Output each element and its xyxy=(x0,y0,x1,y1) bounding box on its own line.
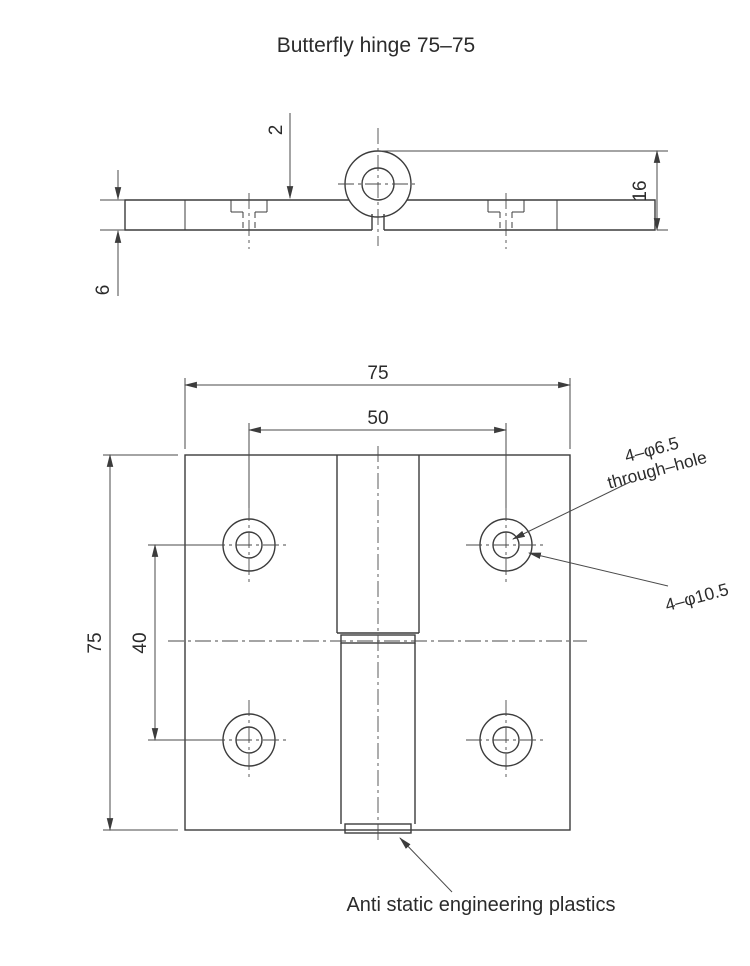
dim-40-label: 40 xyxy=(130,632,151,653)
material-label: Anti static engineering plastics xyxy=(346,894,615,916)
dim-2-label: 2 xyxy=(266,125,287,136)
dim-6-label: 6 xyxy=(93,285,114,296)
dim-50-label: 50 xyxy=(367,408,388,429)
screw-hole-top-left xyxy=(209,505,289,585)
screw-hole-top-right xyxy=(466,505,546,585)
hinge-body-outline xyxy=(184,454,571,831)
screw-hole-bottom-left xyxy=(209,700,289,780)
side-view-screw-hole-left xyxy=(230,193,268,249)
side-view xyxy=(124,128,656,249)
callout-through-hole: 4–φ6.5 through–hole xyxy=(512,433,709,540)
dim-16-label: 16 xyxy=(630,180,651,201)
left-leaf-profile xyxy=(124,199,372,231)
front-view-dimensions: 75 50 75 40 xyxy=(85,363,572,832)
side-view-dimensions: 2 16 6 xyxy=(93,113,668,296)
counterbore-leader-line xyxy=(527,552,669,587)
screw-hole-bottom-right xyxy=(466,700,546,780)
material-leader-line xyxy=(399,837,453,893)
right-leaf-profile xyxy=(384,199,656,231)
side-view-screw-hole-right xyxy=(487,193,525,249)
front-view xyxy=(168,446,587,843)
callout-counterbore: 4–φ10.5 xyxy=(527,552,731,615)
dim-75w-label: 75 xyxy=(367,363,388,384)
callout-material: Anti static engineering plastics xyxy=(346,837,616,916)
drawing-title: Butterfly hinge 75–75 xyxy=(277,34,475,57)
dim-75h-label: 75 xyxy=(85,632,106,653)
counterbore-label: 4–φ10.5 xyxy=(663,579,731,615)
through-hole-leader-line xyxy=(512,481,631,540)
